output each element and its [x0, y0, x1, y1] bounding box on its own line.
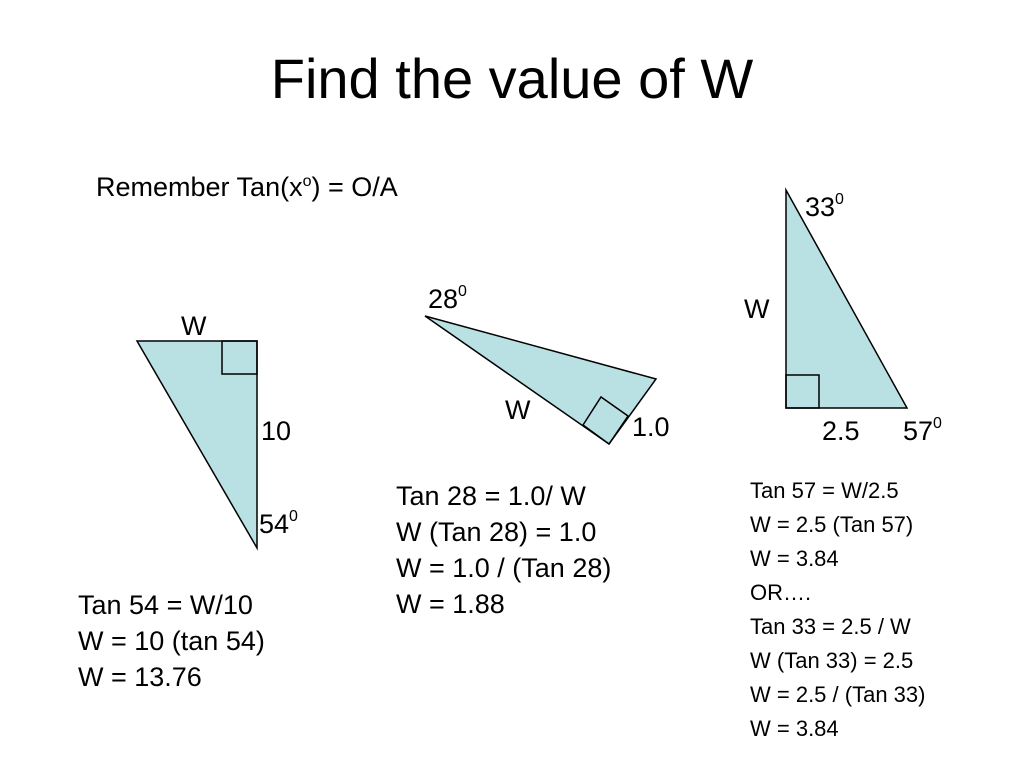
- working-line: W = 3.84: [750, 716, 839, 741]
- working-line: W (Tan 28) = 1.0: [396, 517, 597, 547]
- triangle-1-label-side: 10: [261, 416, 292, 446]
- working-line: OR….: [750, 580, 812, 605]
- working-line: W = 2.5 / (Tan 33): [750, 682, 926, 707]
- reminder-prefix: Remember Tan(x: [96, 172, 303, 202]
- triangle-1-working: Tan 54 = W/10 W = 10 (tan 54) W = 13.76: [78, 587, 265, 695]
- triangle-2-angle-sup: 0: [458, 283, 467, 300]
- triangle-3: [785, 187, 909, 409]
- triangle-1-angle-value: 54: [259, 509, 290, 539]
- reminder-degree: o: [302, 173, 312, 190]
- triangle-3-angle-top-sup: 0: [835, 191, 844, 208]
- triangle-3-angle-bottom-value: 57: [903, 416, 934, 446]
- triangle-1-angle-sup: 0: [289, 508, 298, 525]
- working-line: W = 13.76: [78, 662, 202, 692]
- working-line: Tan 33 = 2.5 / W: [750, 614, 911, 639]
- triangle-2-angle-value: 28: [428, 284, 459, 314]
- working-line: W = 2.5 (Tan 57): [750, 512, 914, 537]
- triangle-3-angle-bottom: 570: [903, 415, 942, 446]
- triangle-2-working: Tan 28 = 1.0/ W W (Tan 28) = 1.0 W = 1.0…: [396, 478, 611, 622]
- triangle-1-angle: 540: [259, 508, 298, 539]
- page-title: Find the value of W: [270, 47, 754, 110]
- triangle-3-angle-top-value: 33: [805, 192, 836, 222]
- working-line: W (Tan 33) = 2.5: [750, 648, 914, 673]
- triangle-2-angle: 280: [428, 283, 467, 314]
- reminder-suffix: ) = O/A: [311, 172, 398, 202]
- triangle-3-right-angle-marker: [785, 374, 820, 409]
- working-line: W = 1.0 / (Tan 28): [396, 553, 612, 583]
- triangle-3-angle-bottom-sup: 0: [933, 415, 942, 432]
- triangle-2-right-angle-marker: [581, 395, 630, 446]
- triangle-1-label-w: W: [181, 311, 207, 341]
- triangle-3-label-w: W: [744, 294, 770, 324]
- working-line: Tan 57 = W/2.5: [750, 478, 899, 503]
- working-line: W = 1.88: [396, 589, 505, 619]
- working-line: Tan 54 = W/10: [78, 590, 253, 620]
- reminder-formula: Remember Tan(xo) = O/A: [96, 172, 398, 203]
- triangle-1: [135, 340, 258, 551]
- working-line: Tan 28 = 1.0/ W: [396, 481, 586, 511]
- triangle-2-label-side: 1.0: [632, 412, 670, 442]
- triangle-2: [424, 315, 658, 446]
- triangle-3-working: Tan 57 = W/2.5 W = 2.5 (Tan 57) W = 3.84…: [750, 474, 925, 746]
- triangle-1-right-angle-marker: [221, 340, 258, 375]
- working-line: W = 3.84: [750, 546, 839, 571]
- triangle-2-label-w: W: [505, 395, 531, 425]
- triangle-3-label-side: 2.5: [822, 416, 860, 446]
- triangle-3-angle-top: 330: [805, 191, 844, 222]
- working-line: W = 10 (tan 54): [78, 626, 265, 656]
